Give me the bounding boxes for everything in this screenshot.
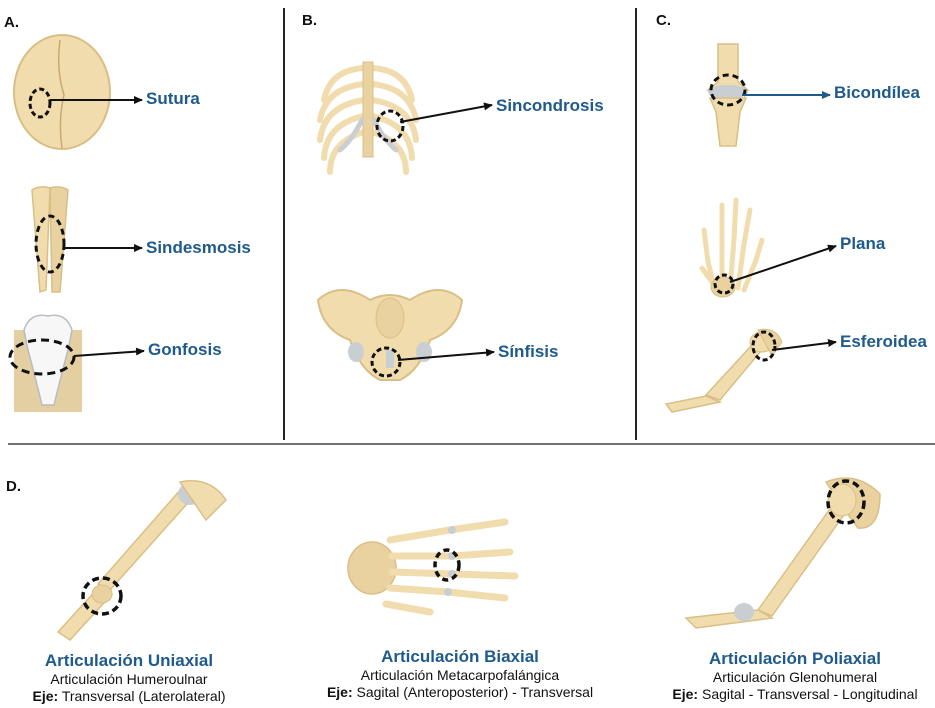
hand-illustration [702,200,762,290]
label-gonfosis: Gonfosis [148,340,222,360]
axis-value: Sagital - Transversal - Longitudinal [698,686,917,702]
axis-key: Eje: [327,684,353,700]
poliaxial-arm-illustration [686,478,880,628]
panel-label-a: A. [4,14,19,31]
skull-illustration [14,35,110,149]
caption-poliaxial-axis: Eje: Sagital - Transversal - Longitudina… [655,686,935,703]
caption-biaxial: Articulación Biaxial Articulación Metaca… [300,646,620,701]
caption-poliaxial-title: Articulación Poliaxial [655,648,935,669]
caption-poliaxial-subtitle: Articulación Glenohumeral [655,669,935,686]
label-bicondilea: Bicondílea [834,83,920,103]
caption-uniaxial-title: Articulación Uniaxial [0,650,258,671]
label-sinfisis: Sínfisis [498,342,558,362]
label-plana: Plana [840,234,885,254]
gonfosis-arrow [74,351,144,356]
caption-uniaxial: Articulación Uniaxial Articulación Humer… [0,650,258,705]
caption-uniaxial-axis: Eje: Transversal (Laterolateral) [0,688,258,705]
axis-key: Eje: [672,686,698,702]
label-sutura: Sutura [146,89,200,109]
panel-label-d: D. [6,478,21,495]
caption-poliaxial: Articulación Poliaxial Articulación Glen… [655,648,935,703]
plana-arrow [730,246,836,282]
panel-label-c: C. [656,12,671,29]
axis-key: Eje: [33,688,59,704]
axis-value: Transversal (Laterolateral) [58,688,225,704]
label-sindesmosis: Sindesmosis [146,238,251,258]
shoulder-arm-illustration [666,329,782,412]
caption-biaxial-title: Articulación Biaxial [300,646,620,667]
label-sincondrosis: Sincondrosis [496,96,604,116]
caption-biaxial-subtitle: Articulación Metacarpofalángica [300,667,620,684]
axis-value: Sagital (Anteroposterior) - Transversal [353,684,593,700]
label-esferoidea: Esferoidea [840,332,927,352]
pelvis-illustration [318,290,462,380]
uniaxial-arm-illustration [58,481,226,640]
caption-uniaxial-subtitle: Articulación Humeroulnar [0,671,258,688]
biaxial-hand-illustration [348,522,515,612]
caption-biaxial-axis: Eje: Sagital (Anteroposterior) - Transve… [300,684,620,701]
panel-label-b: B. [302,12,317,29]
